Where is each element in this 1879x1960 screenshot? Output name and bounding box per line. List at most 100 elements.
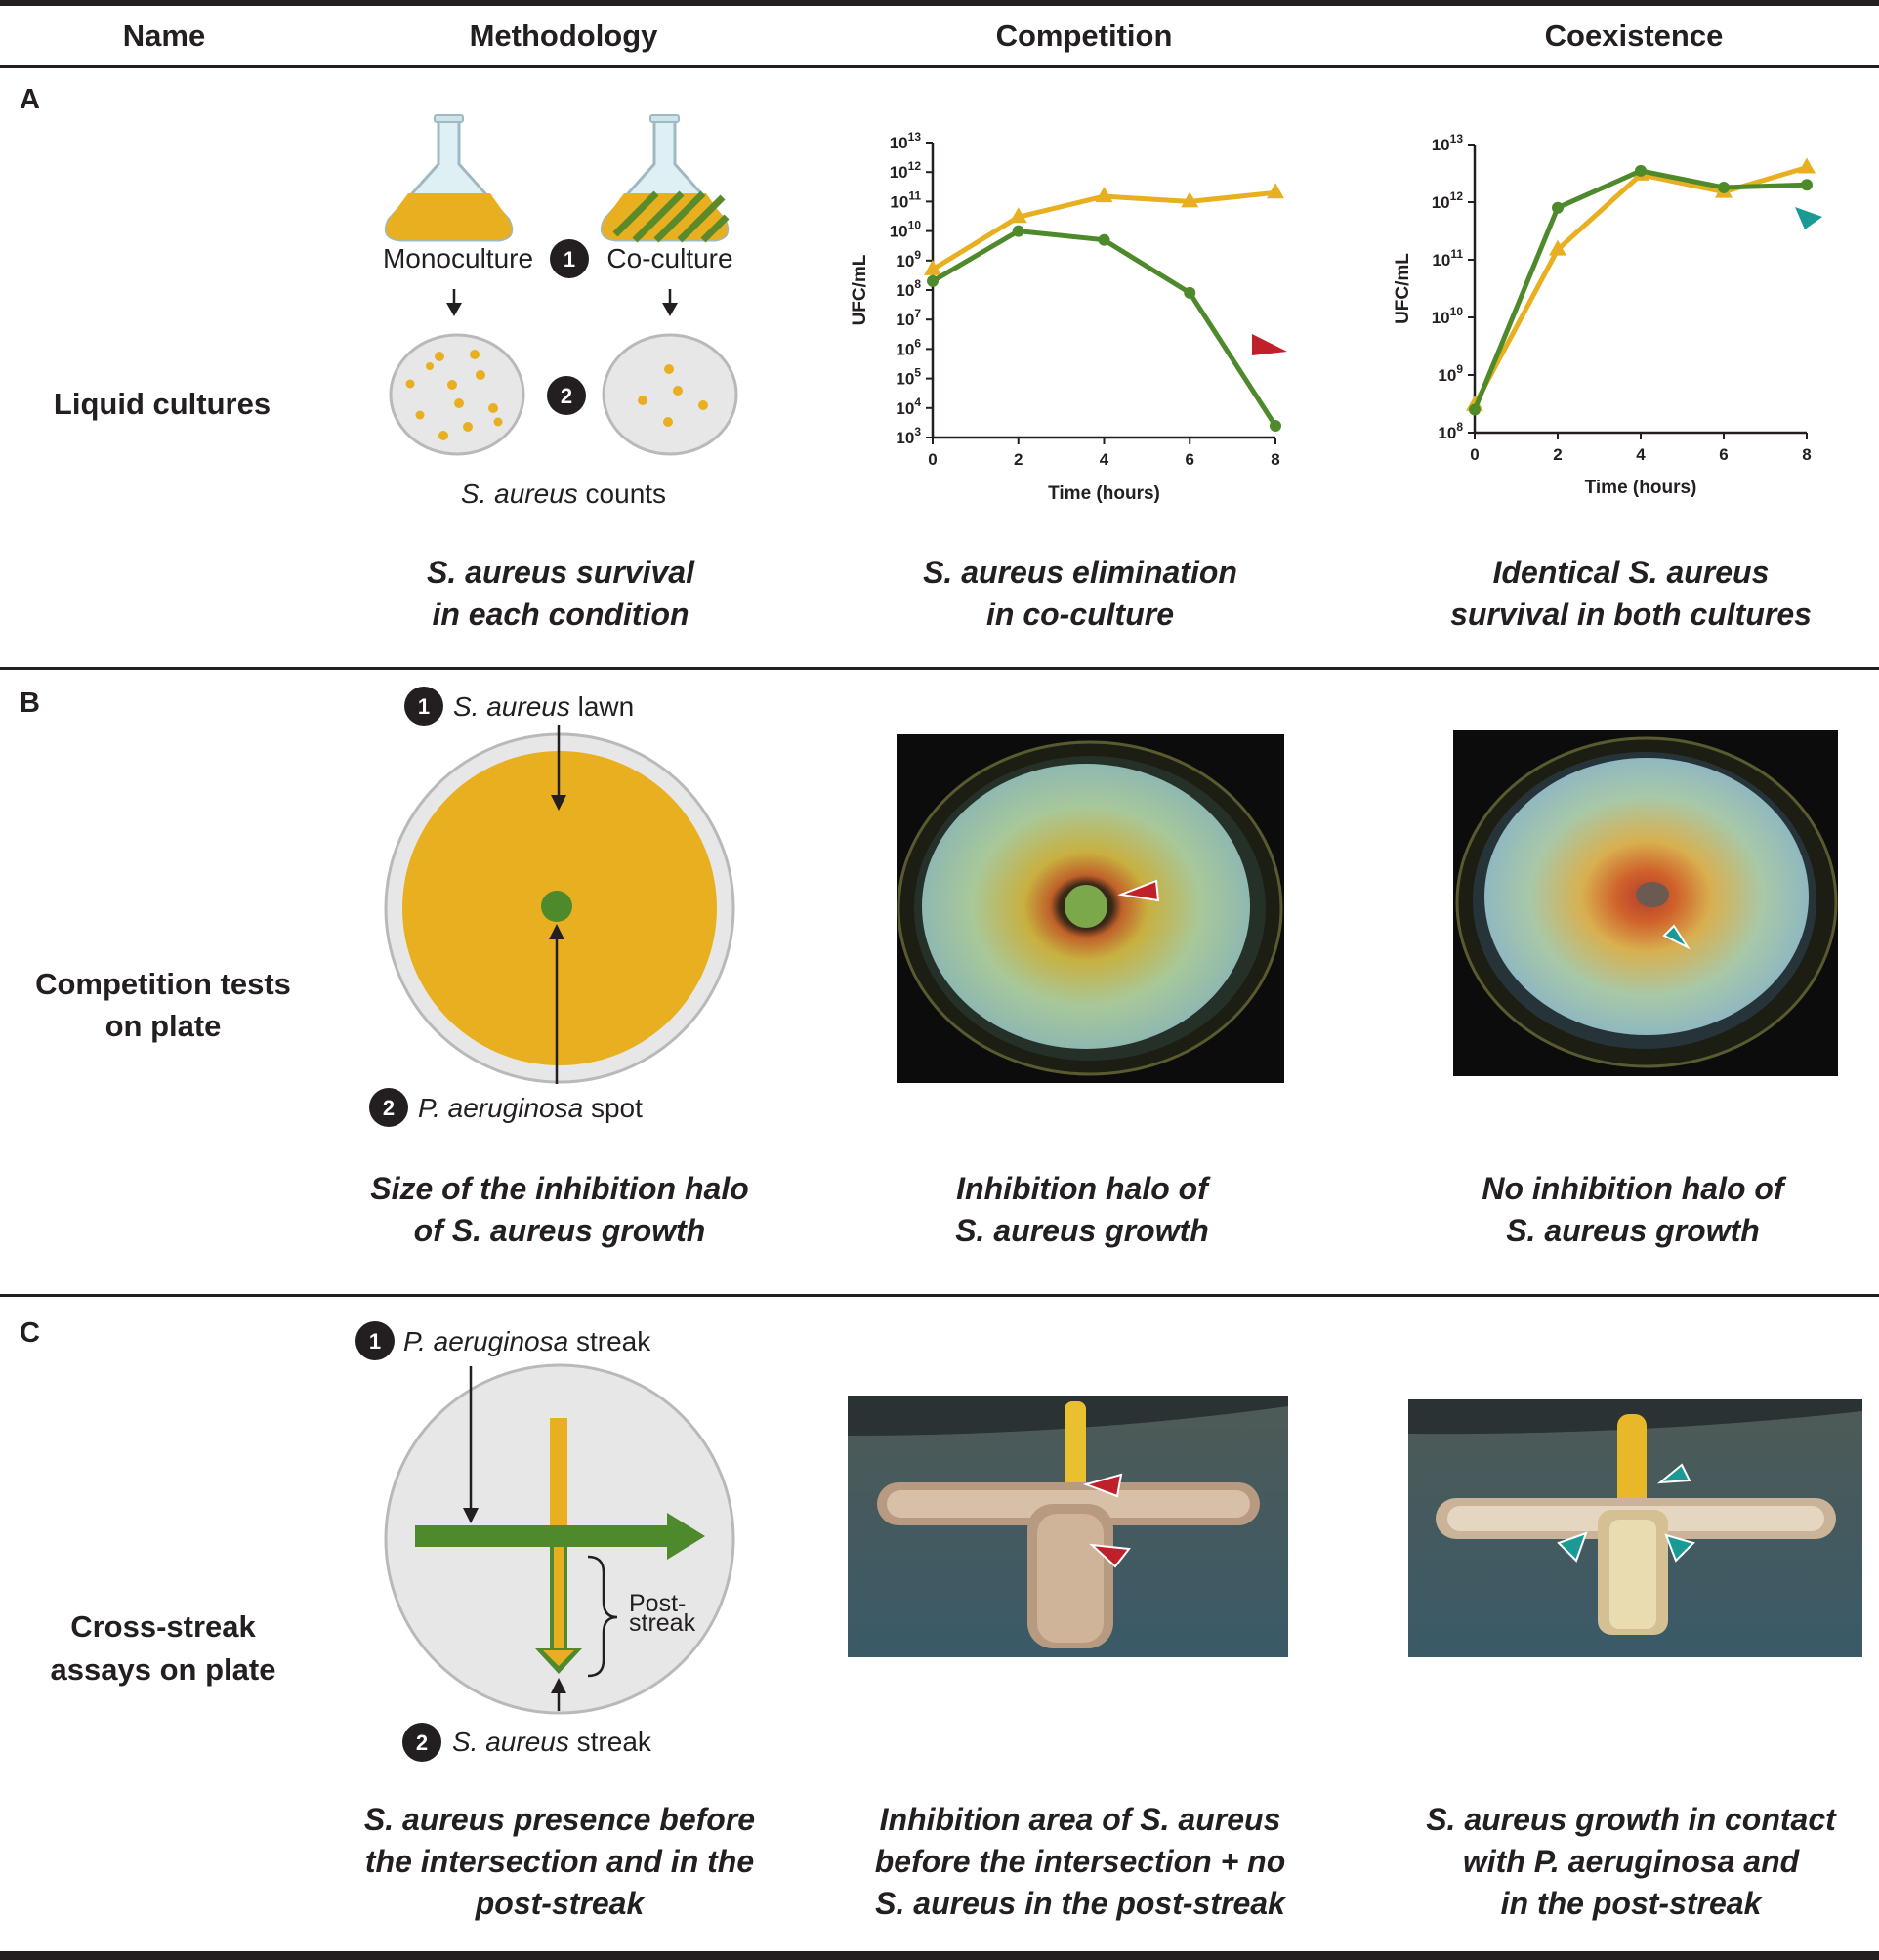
svg-text:survival in both cultures: survival in both cultures bbox=[1450, 597, 1812, 632]
header-competition: Competition bbox=[996, 19, 1173, 53]
pointer-arrow-icon bbox=[463, 1366, 479, 1523]
pointer-arrow-icon bbox=[549, 924, 564, 1084]
step-badge-1: 1 bbox=[355, 1321, 395, 1360]
x-tick-label: 8 bbox=[1271, 450, 1279, 469]
data-point bbox=[1184, 286, 1196, 299]
data-point bbox=[1012, 225, 1024, 237]
pointer-arrow-icon bbox=[551, 725, 566, 811]
petri-dish-mono-icon bbox=[389, 333, 525, 456]
svg-text:1: 1 bbox=[564, 247, 575, 271]
svg-text:in the post-streak: in the post-streak bbox=[1501, 1886, 1764, 1921]
header-name: Name bbox=[123, 19, 205, 53]
coculture-flask-icon bbox=[600, 114, 730, 243]
section-letter-a: A bbox=[20, 84, 40, 115]
y-tick-label: 108 bbox=[1438, 420, 1463, 442]
y-tick-label: 1012 bbox=[890, 159, 922, 182]
y-tick-label: 106 bbox=[896, 336, 921, 358]
y-tick-label: 1013 bbox=[890, 130, 922, 152]
svg-text:S. aureus presence before: S. aureus presence before bbox=[364, 1802, 755, 1837]
svg-text:S. aureus in the post-streak: S. aureus in the post-streak bbox=[875, 1886, 1287, 1921]
photo-coexistence-cross-streak bbox=[1408, 1399, 1862, 1657]
caption-b-methodology: Size of the inhibition halo of S. aureus… bbox=[370, 1171, 749, 1248]
svg-text:Competition tests: Competition tests bbox=[35, 967, 291, 1001]
y-tick-label: 104 bbox=[896, 396, 921, 418]
caption-b-competition: Inhibition halo of S. aureus growth bbox=[955, 1171, 1211, 1248]
y-tick-label: 1011 bbox=[890, 188, 921, 211]
post-streak-label: streak bbox=[629, 1609, 696, 1637]
down-arrow-icon bbox=[446, 289, 462, 316]
photo-competition-cross-streak bbox=[848, 1396, 1288, 1657]
svg-text:No inhibition halo of: No inhibition halo of bbox=[1482, 1171, 1787, 1206]
svg-text:S. aureus growth in contact: S. aureus growth in contact bbox=[1426, 1802, 1837, 1837]
lawn-spot-diagram: 1 S. aureus lawn 2 P. aeruginosa spot bbox=[369, 687, 735, 1127]
data-point bbox=[1095, 187, 1113, 203]
photo-coexistence-plate bbox=[1453, 730, 1838, 1076]
svg-text:2: 2 bbox=[383, 1096, 395, 1120]
caption-c-competition: Inhibition area of S. aureus before the … bbox=[875, 1802, 1287, 1921]
step-badge-1: 1 bbox=[550, 239, 589, 278]
teal-arrowhead-icon bbox=[1795, 207, 1822, 229]
svg-text:before the intersection + no: before the intersection + no bbox=[875, 1844, 1286, 1879]
s-aureus-counts-label: S. aureus counts bbox=[461, 479, 666, 509]
y-tick-label: 1012 bbox=[1432, 189, 1464, 212]
y-tick-label: 109 bbox=[1438, 362, 1463, 385]
data-point bbox=[1267, 183, 1284, 199]
y-tick-label: 109 bbox=[896, 248, 921, 271]
data-point bbox=[1798, 157, 1816, 174]
caption-b-coexistence: No inhibition halo of S. aureus growth bbox=[1482, 1171, 1787, 1248]
x-tick-label: 6 bbox=[1186, 450, 1194, 469]
svg-text:1: 1 bbox=[418, 694, 430, 719]
svg-text:2: 2 bbox=[416, 1731, 428, 1755]
step-2-label: S. aureus streak bbox=[452, 1727, 652, 1757]
down-arrow-icon bbox=[662, 289, 678, 316]
x-tick-label: 2 bbox=[1553, 445, 1562, 464]
y-tick-label: 1010 bbox=[1432, 305, 1464, 327]
data-point bbox=[1552, 201, 1564, 214]
x-tick-label: 6 bbox=[1719, 445, 1728, 464]
y-axis-label: UFC/mL bbox=[1393, 253, 1413, 324]
caption-a-methodology: S. aureus survival in each condition bbox=[427, 555, 695, 632]
y-tick-label: 1013 bbox=[1432, 132, 1464, 154]
svg-text:in each condition: in each condition bbox=[432, 597, 689, 632]
caption-c-coexistence: S. aureus growth in contact with P. aeru… bbox=[1426, 1802, 1837, 1921]
y-tick-label: 1010 bbox=[890, 219, 922, 241]
x-tick-label: 8 bbox=[1802, 445, 1811, 464]
data-point bbox=[1098, 233, 1110, 246]
red-arrowhead-icon bbox=[1252, 334, 1287, 355]
svg-text:Identical S. aureus: Identical S. aureus bbox=[1493, 555, 1770, 590]
petri-dish-cross-icon bbox=[384, 1363, 735, 1715]
y-tick-label: 107 bbox=[896, 307, 921, 329]
caption-a-coexistence: Identical S. aureus survival in both cul… bbox=[1450, 555, 1812, 632]
data-point bbox=[1801, 179, 1813, 191]
svg-text:Size of the inhibition halo: Size of the inhibition halo bbox=[370, 1171, 749, 1206]
data-point bbox=[927, 274, 939, 287]
step-badge-2: 2 bbox=[402, 1723, 441, 1762]
pointer-arrow-icon bbox=[551, 1678, 566, 1711]
data-point bbox=[1549, 239, 1566, 256]
svg-text:post-streak: post-streak bbox=[475, 1886, 647, 1921]
data-point bbox=[1270, 419, 1281, 432]
table-header: Name Methodology Competition Coexistence bbox=[123, 19, 1724, 53]
petri-dish-lawn-icon bbox=[384, 732, 735, 1084]
step-badge-1: 1 bbox=[404, 687, 443, 726]
svg-text:assays on plate: assays on plate bbox=[51, 1652, 276, 1687]
svg-text:2: 2 bbox=[561, 384, 572, 408]
y-axis-label: UFC/mL bbox=[850, 254, 870, 325]
svg-text:Inhibition halo of: Inhibition halo of bbox=[956, 1171, 1211, 1206]
y-tick-label: 1011 bbox=[1432, 247, 1463, 270]
svg-text:in co-culture: in co-culture bbox=[986, 597, 1174, 632]
step-2-label: P. aeruginosa spot bbox=[418, 1093, 643, 1123]
svg-text:the intersection and in the: the intersection and in the bbox=[365, 1844, 754, 1879]
svg-text:Cross-streak: Cross-streak bbox=[70, 1609, 256, 1644]
section-letter-c: C bbox=[20, 1317, 40, 1349]
x-axis-label: Time (hours) bbox=[1048, 483, 1160, 504]
series-line bbox=[1472, 168, 1808, 411]
x-tick-label: 2 bbox=[1014, 450, 1023, 469]
step-1-label: S. aureus lawn bbox=[453, 691, 634, 722]
row-name-cross-streak: Cross-streak assays on plate bbox=[51, 1609, 276, 1687]
brace-icon bbox=[587, 1555, 618, 1678]
data-point bbox=[1635, 164, 1647, 177]
y-tick-label: 108 bbox=[896, 277, 921, 300]
step-1-label: P. aeruginosa streak bbox=[403, 1326, 651, 1356]
